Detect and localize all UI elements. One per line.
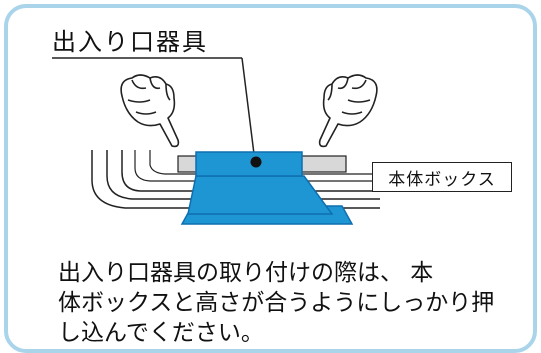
left-hand-icon xyxy=(120,74,180,148)
left-grey-block xyxy=(177,155,199,173)
body-box-label: 本体ボックス xyxy=(372,162,512,192)
fixture-label: 出入り口器具 xyxy=(52,28,208,56)
caption-line-2: 体ボックスと高さが合うようにしっかり押 xyxy=(58,290,495,316)
instruction-caption: 出入り口器具の取り付けの際は、 本 体ボックスと高さが合うようにしっかり押 し込… xyxy=(58,258,518,348)
fixture-shape xyxy=(180,151,354,225)
right-grey-block xyxy=(299,155,347,173)
leader-line xyxy=(52,57,256,163)
body-box-base xyxy=(91,150,380,209)
caption-line-3: し込んでください。 xyxy=(58,320,264,346)
caption-line-1: 出入り口器具の取り付けの際は、 本 xyxy=(58,260,434,286)
leader-dot xyxy=(250,156,262,168)
right-hand-icon xyxy=(318,74,378,148)
